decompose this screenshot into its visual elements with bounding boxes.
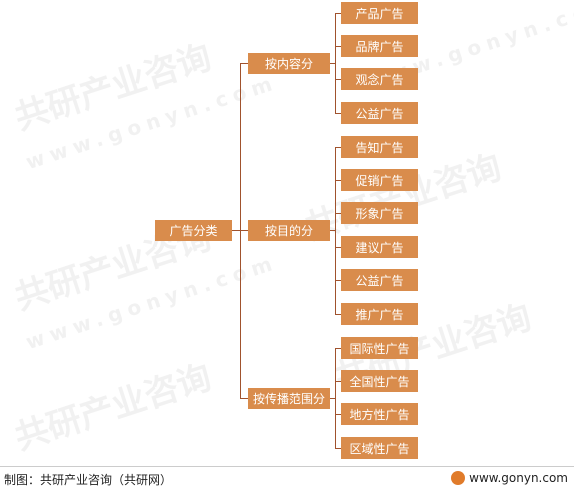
footer: 制图：共研产业咨询（共研网） www.gonyn.com <box>0 466 574 489</box>
site-url: www.gonyn.com <box>469 471 568 485</box>
connector <box>232 230 240 231</box>
leaf-node: 告知广告 <box>341 136 418 158</box>
leaf-node: 品牌广告 <box>341 35 418 57</box>
connector <box>335 247 341 248</box>
connector <box>335 46 341 47</box>
watermark: www.gonyn.com <box>22 249 281 355</box>
site-credit: www.gonyn.com <box>451 471 568 485</box>
connector <box>335 147 341 148</box>
connector <box>335 113 341 114</box>
connector <box>335 414 341 415</box>
leaf-node: 国际性广告 <box>341 337 418 359</box>
leaf-node: 建议广告 <box>341 236 418 258</box>
watermark: www.gonyn.com <box>22 69 281 175</box>
leaf-node: 公益广告 <box>341 102 418 124</box>
connector <box>335 314 341 315</box>
leaf-node: 区域性广告 <box>341 437 418 459</box>
gonyn-logo-icon <box>451 471 466 485</box>
source-credit: 制图：共研产业咨询（共研网） <box>4 473 173 487</box>
leaf-node: 形象广告 <box>341 202 418 224</box>
connector <box>330 398 335 399</box>
connector <box>335 448 341 449</box>
leaf-node: 观念广告 <box>341 68 418 90</box>
leaf-node: 促销广告 <box>341 169 418 191</box>
connector <box>240 230 248 231</box>
branch-node-content: 按内容分 <box>248 53 330 74</box>
connector <box>335 381 341 382</box>
connector <box>240 63 248 64</box>
leaf-node: 公益广告 <box>341 269 418 291</box>
connector <box>330 230 335 231</box>
root-node: 广告分类 <box>155 220 232 241</box>
branch-node-scope: 按传播范围分 <box>248 388 330 409</box>
leaf-node: 地方性广告 <box>341 403 418 425</box>
watermark: 共研产业咨询 <box>9 37 217 139</box>
leaf-node: 全国性广告 <box>341 370 418 392</box>
connector <box>335 348 336 448</box>
connector <box>335 147 336 314</box>
connector <box>335 213 341 214</box>
connector <box>330 63 335 64</box>
watermark: 共研产业咨询 <box>9 357 217 459</box>
leaf-node: 产品广告 <box>341 2 418 24</box>
connector <box>335 13 336 113</box>
connector <box>335 13 341 14</box>
connector <box>240 398 248 399</box>
connector <box>335 348 341 349</box>
connector <box>335 180 341 181</box>
connector <box>335 280 341 281</box>
connector <box>335 79 341 80</box>
leaf-node: 推广广告 <box>341 303 418 325</box>
branch-node-purpose: 按目的分 <box>248 220 330 241</box>
